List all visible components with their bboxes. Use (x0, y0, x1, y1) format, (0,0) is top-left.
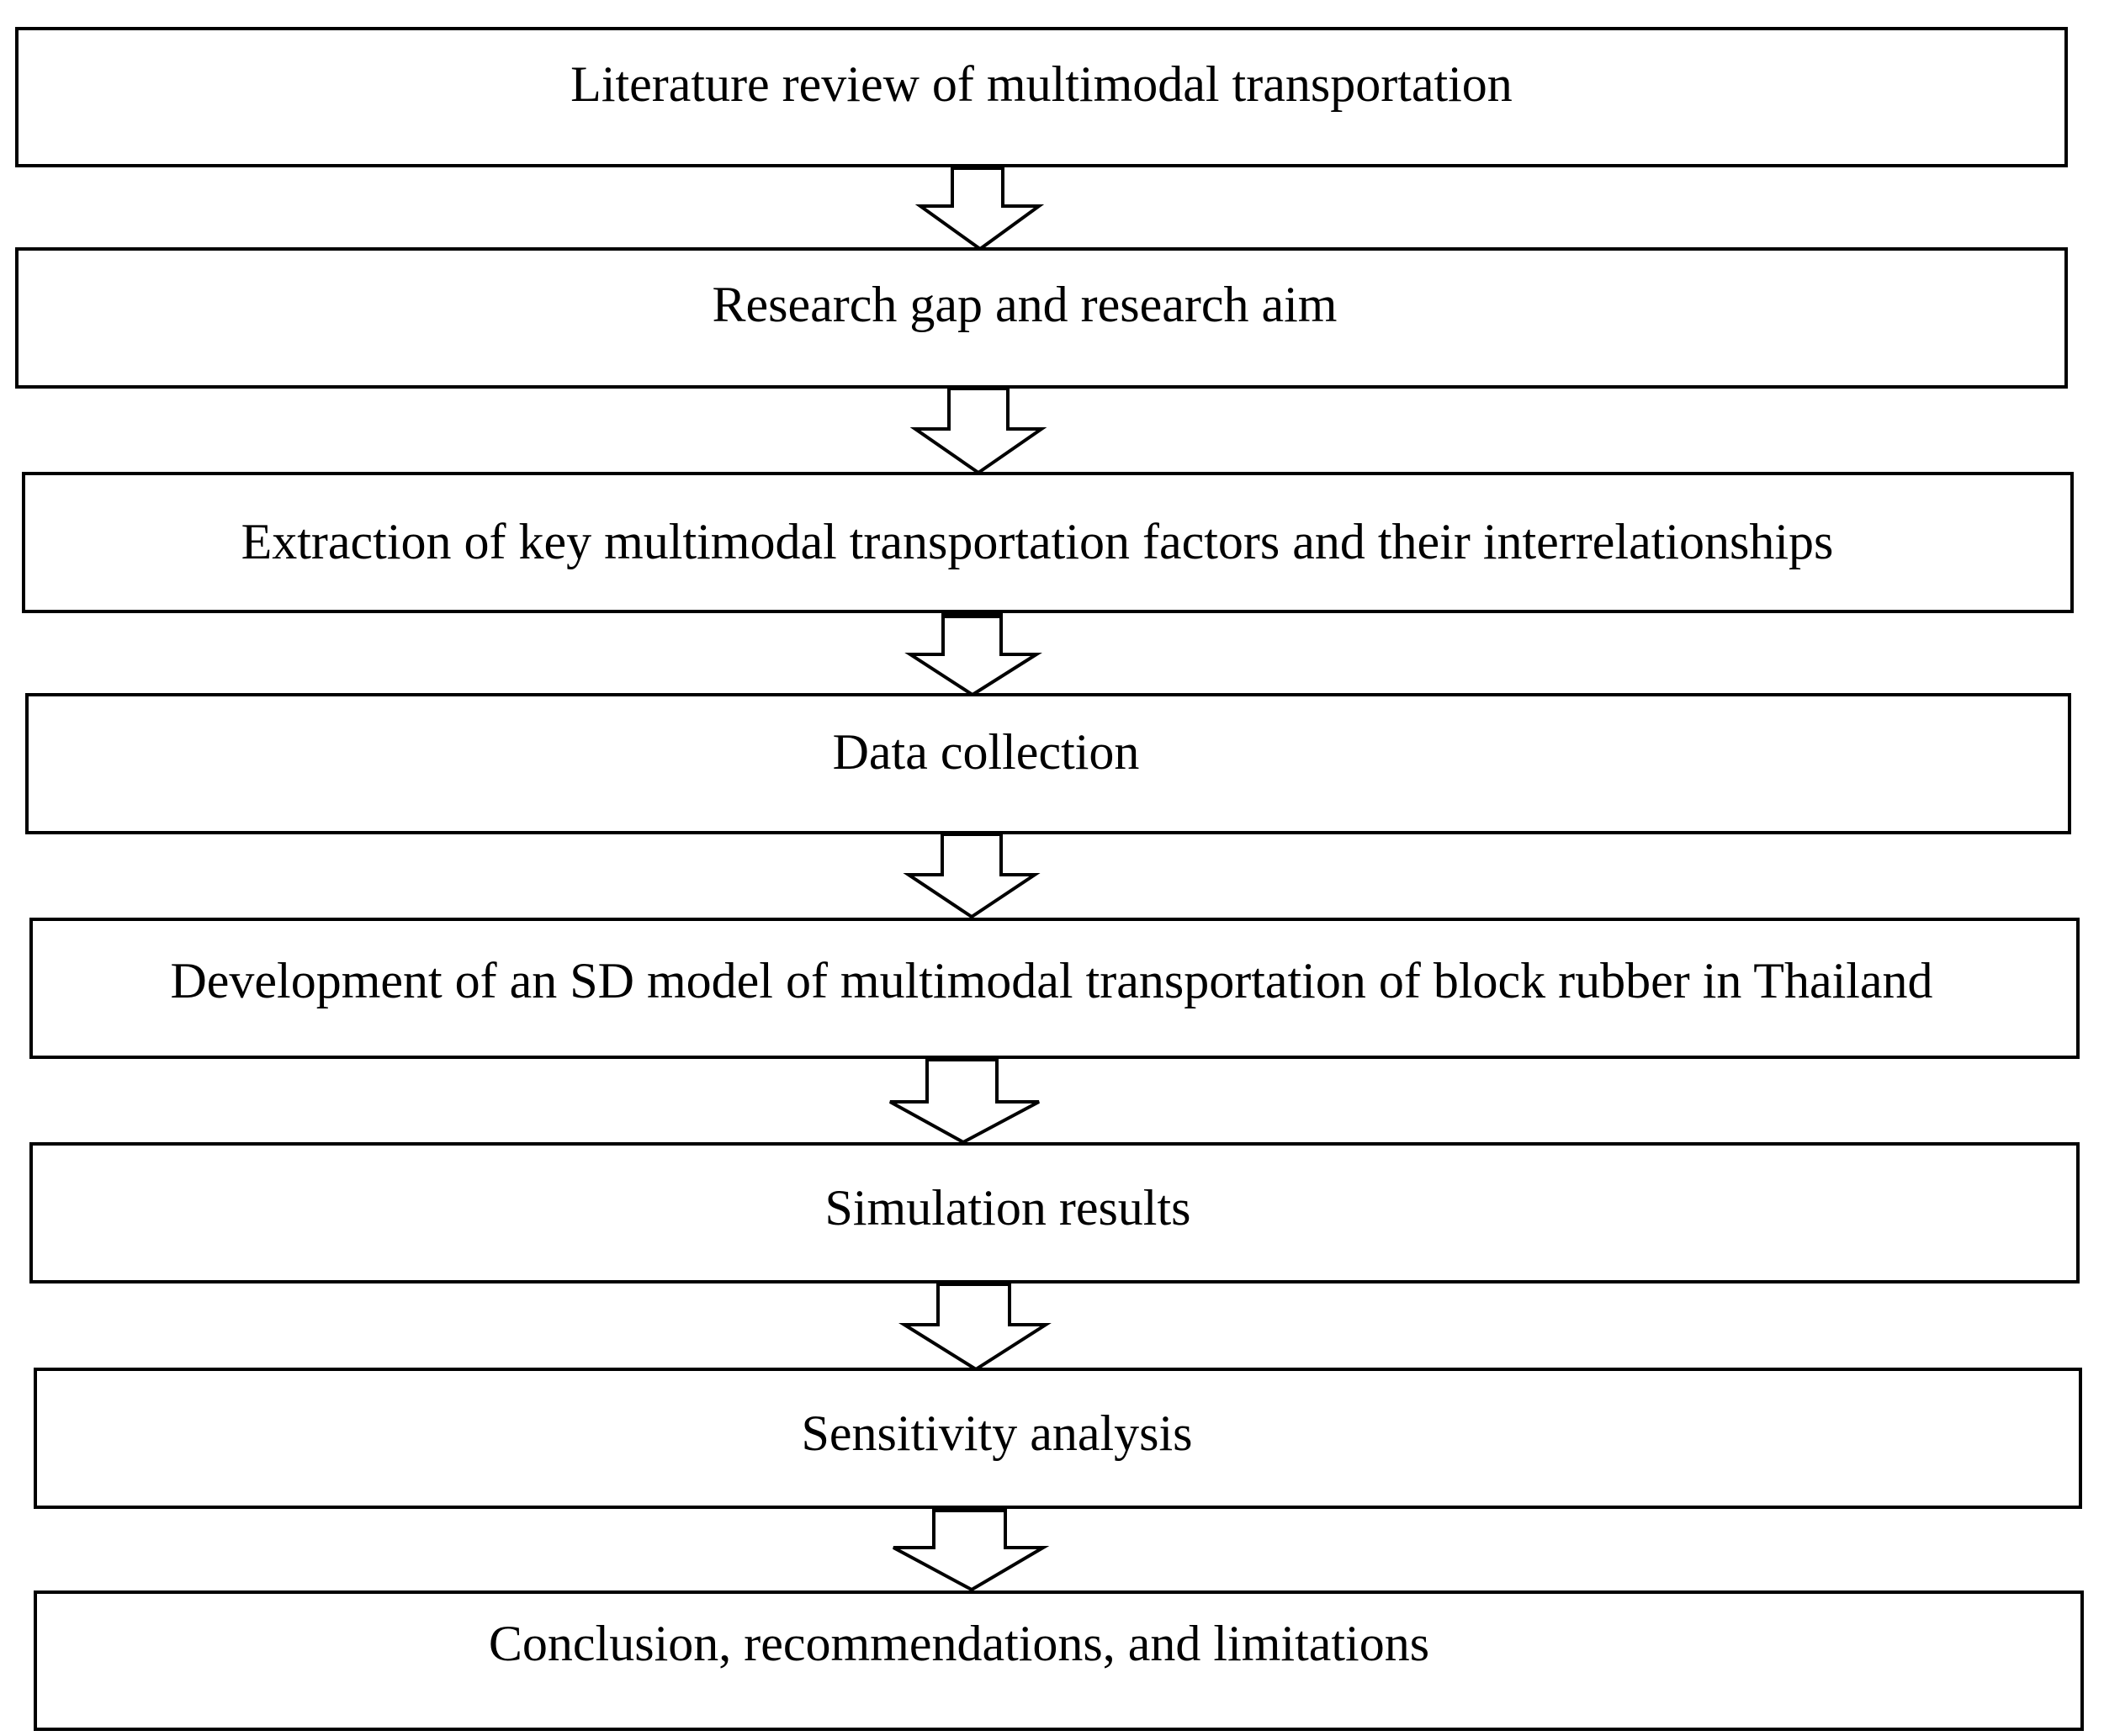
step-box-7: Sensitivity analysis (34, 1368, 2082, 1509)
down-arrow-icon (898, 1283, 1052, 1372)
down-arrow-icon (904, 612, 1042, 697)
step-box-6: Simulation results (29, 1142, 2080, 1283)
step-box-2: Research gap and research aim (15, 247, 2068, 389)
down-arrow-icon (903, 833, 1041, 919)
step-box-4: Data collection (25, 693, 2071, 834)
down-arrow-icon (893, 1506, 1050, 1592)
step-box-3: Extraction of key multimodal transportat… (22, 472, 2074, 613)
step-box-8: Conclusion, recommendations, and limitat… (34, 1590, 2084, 1731)
step-label-6: Simulation results (825, 1180, 1191, 1236)
step-label-5: Development of an SD model of multimodal… (170, 953, 1932, 1008)
down-arrow-icon (909, 387, 1047, 475)
step-label-4: Data collection (833, 724, 1140, 780)
down-arrow-icon (914, 167, 1045, 251)
step-label-1: Literature review of multimodal transpor… (570, 56, 1513, 112)
step-label-2: Research gap and research aim (713, 277, 1338, 332)
step-label-8: Conclusion, recommendations, and limitat… (489, 1616, 1429, 1671)
down-arrow-icon (889, 1058, 1040, 1145)
step-label-3: Extraction of key multimodal transportat… (241, 514, 1834, 569)
step-box-5: Development of an SD model of multimodal… (29, 918, 2080, 1059)
step-box-1: Literature review of multimodal transpor… (15, 27, 2068, 167)
step-label-7: Sensitivity analysis (802, 1405, 1193, 1461)
